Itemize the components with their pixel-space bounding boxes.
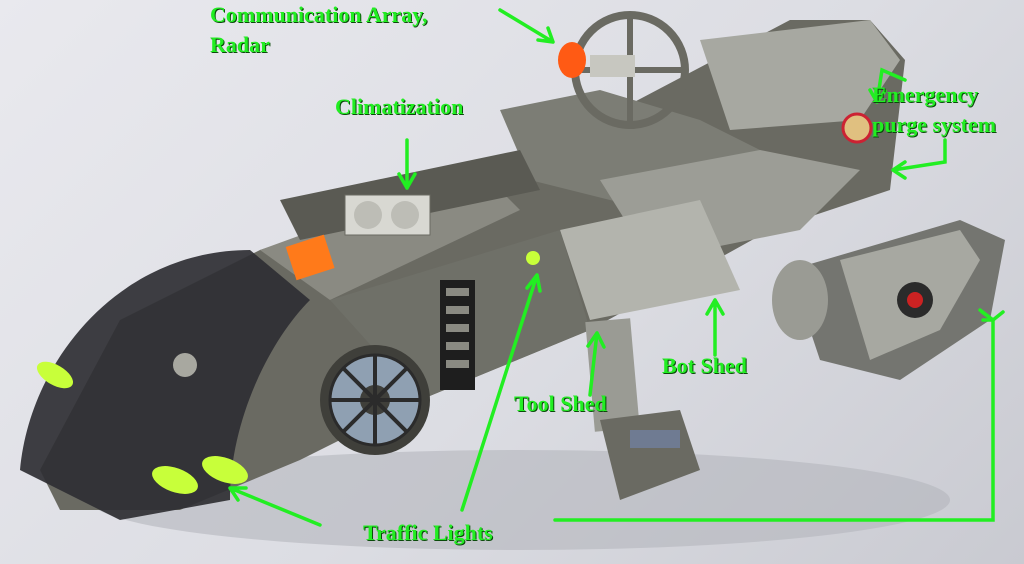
radar-dish (558, 11, 689, 129)
traffic-lights (36, 251, 540, 494)
arrow-bot-shed (705, 298, 725, 357)
floor-shadow (90, 450, 950, 550)
label-climatization: Climatization (335, 94, 464, 119)
label-tool-shed: Tool Shed (514, 391, 607, 416)
orange-panel (285, 234, 335, 281)
arrow-radar (498, 8, 555, 44)
annotation-arrows (228, 8, 1005, 527)
label-traffic-lights: Traffic Lights (363, 520, 493, 545)
ship-hull (40, 20, 905, 510)
label-communication-array: Communication Array, (210, 2, 428, 27)
landing-legs (585, 318, 700, 500)
orange-beacon-icon (558, 42, 586, 78)
label-radar: Radar (210, 32, 270, 57)
arrow-traffic-3-head (980, 310, 1005, 322)
label-purge-system: purge system (872, 112, 997, 137)
cockpit-canopy (20, 250, 310, 520)
side-pod (772, 220, 1005, 380)
label-bot-shed: Bot Shed (662, 353, 747, 378)
traffic-light-icon (526, 251, 540, 265)
arrow-tool-shed (586, 331, 606, 397)
arrow-climatization (397, 138, 417, 190)
hull-wheel (320, 345, 430, 455)
pilot-figure (173, 353, 197, 377)
emergency-emblem-icon (841, 112, 873, 144)
ladder (440, 280, 475, 390)
arrow-traffic-2 (460, 273, 542, 512)
arrow-traffic-1 (228, 486, 322, 527)
traffic-light-icon (202, 456, 248, 484)
arrow-emergency-top (868, 67, 907, 104)
label-emergency: Emergency (872, 82, 979, 107)
arrow-emergency-bottom (891, 138, 947, 180)
traffic-light-icon (36, 361, 74, 389)
traffic-light-icon (152, 466, 198, 494)
